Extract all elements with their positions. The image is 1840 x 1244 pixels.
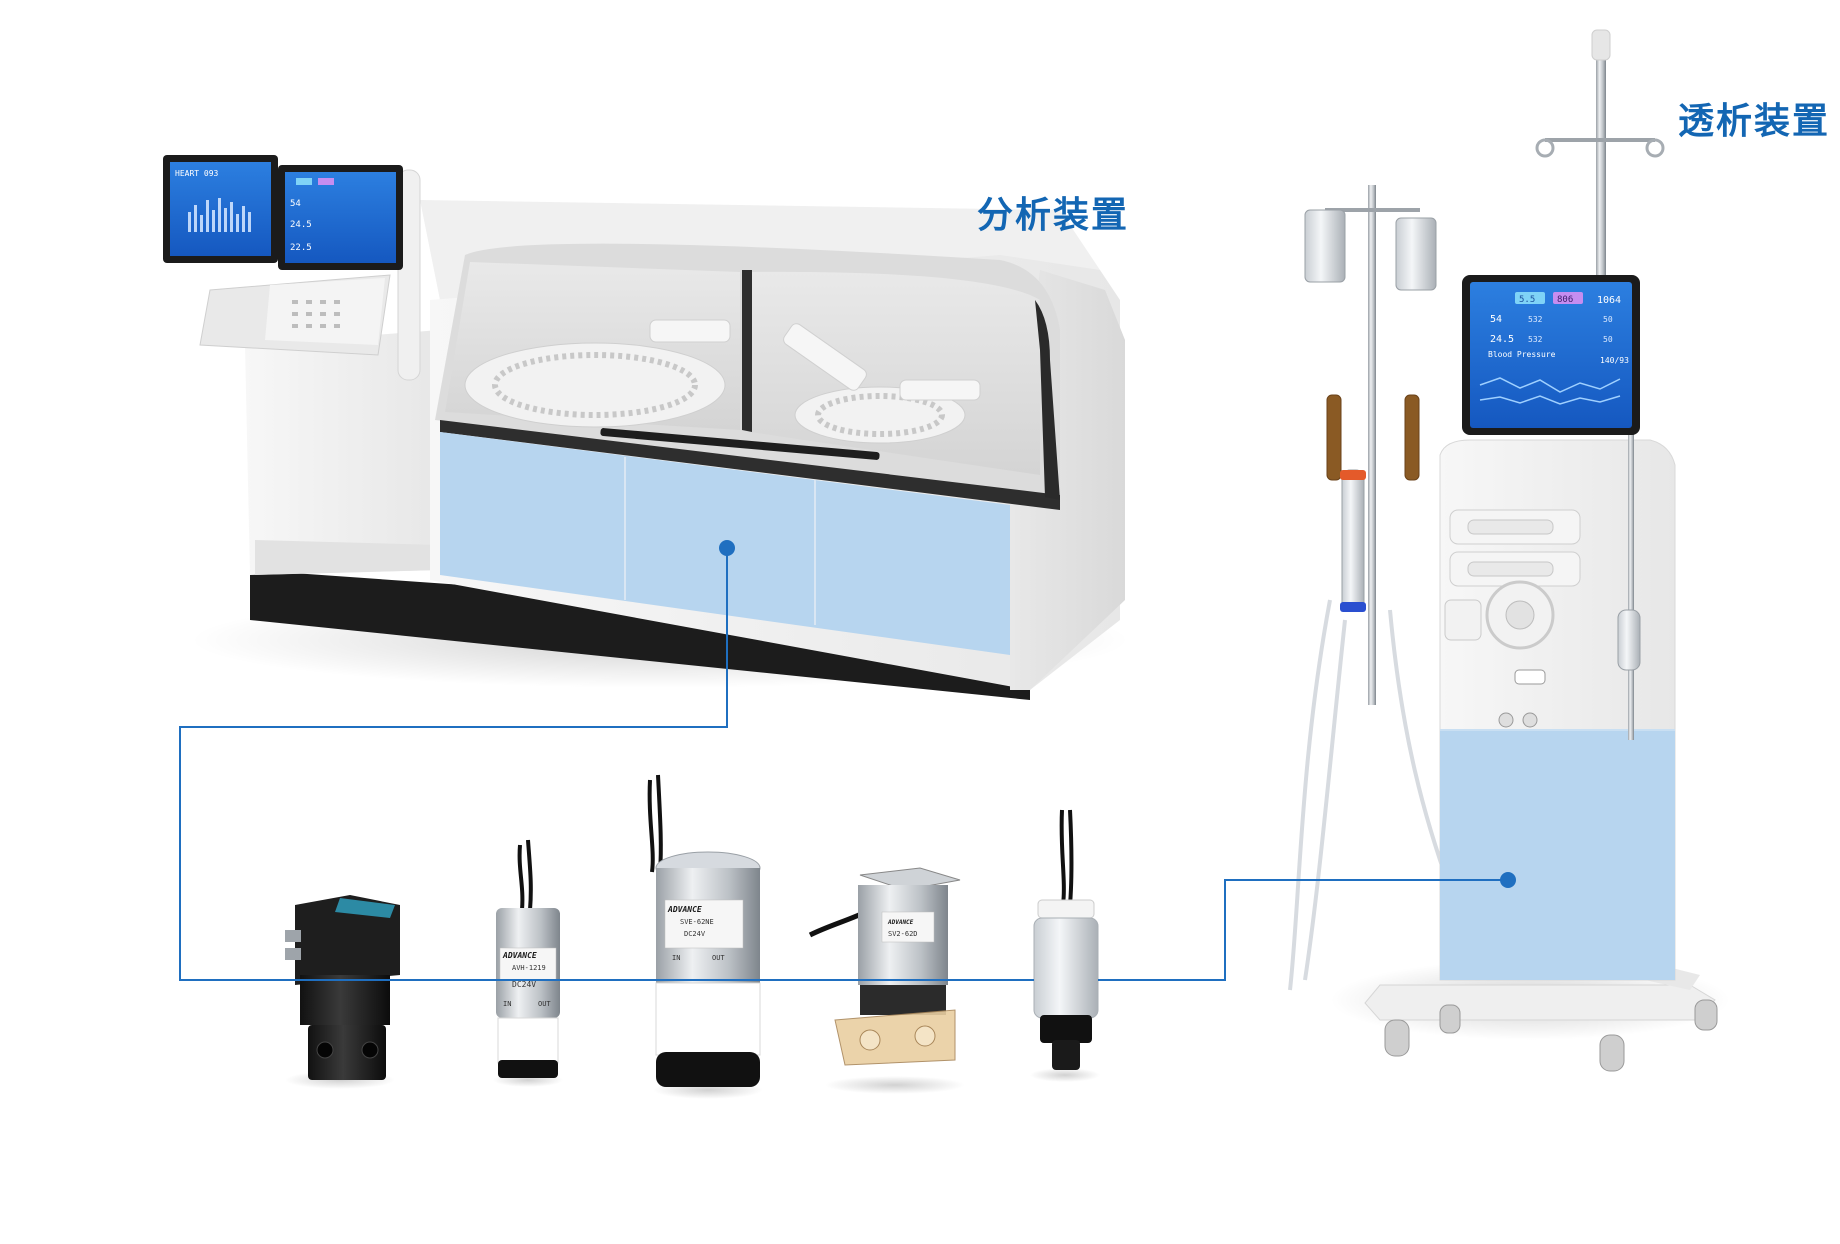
valve-4-square-solenoid: ADVANCE SV2-62D bbox=[808, 867, 965, 1094]
analyzer-screen-2-value-2: 24.5 bbox=[290, 220, 312, 230]
dialysis-screen: 5.5 806 1064 54 532 50 24.5 532 50 Blood… bbox=[1462, 275, 1640, 435]
dialysis-screen-chip-2: 806 bbox=[1557, 295, 1573, 305]
valve-3-port-out: OUT bbox=[712, 954, 725, 962]
connector-lines bbox=[179, 548, 1508, 981]
dialysis-screen-row1-a: 54 bbox=[1490, 314, 1502, 325]
dialysis-screen-row2-b: 532 bbox=[1528, 335, 1543, 344]
dialysis-device: 5.5 806 1064 54 532 50 24.5 532 50 Blood… bbox=[1288, 29, 1730, 1072]
valve-2-brand: ADVANCE bbox=[502, 951, 537, 960]
dialysis-highlight-panel bbox=[1440, 730, 1675, 980]
analyzer-screen-1-title: HEART 093 bbox=[175, 169, 219, 178]
dialysis-screen-row2-a: 24.5 bbox=[1490, 334, 1514, 345]
analyzer-device: HEART 093 54 24.5 22.5 bbox=[163, 155, 1130, 700]
valve-4-model: SV2-62D bbox=[888, 930, 918, 938]
valve-5-small-cylinder bbox=[1030, 809, 1100, 1082]
analyzer-connector-line bbox=[179, 548, 1034, 981]
valve-3-model: SVE-62NE bbox=[680, 918, 714, 926]
analyzer-marker-dot bbox=[719, 540, 735, 556]
dialysis-screen-row1-c: 50 bbox=[1603, 315, 1613, 324]
valve-2-port-in: IN bbox=[503, 1000, 511, 1008]
valve-2-voltage: DC24V bbox=[512, 980, 536, 989]
valve-3-brand: ADVANCE bbox=[667, 905, 702, 914]
valve-2-model: AVH-1219 bbox=[512, 964, 546, 972]
valve-3-port-in: IN bbox=[672, 954, 680, 962]
dialysis-connector-line bbox=[1098, 879, 1508, 981]
dialysis-screen-bp-value: 140/93 bbox=[1600, 356, 1629, 365]
dialysis-screen-chip-1: 5.5 bbox=[1519, 295, 1535, 305]
dialysis-screen-value-top: 1064 bbox=[1597, 295, 1621, 306]
dialysis-screen-row2-c: 50 bbox=[1603, 335, 1613, 344]
valve-2-port-out: OUT bbox=[538, 1000, 551, 1008]
dialysis-marker-dot bbox=[1500, 872, 1516, 888]
valve-3-large-cylinder: ADVANCE SVE-62NE DC24V IN OUT bbox=[647, 774, 763, 1099]
analyzer-screen-2-value-3: 22.5 bbox=[290, 243, 312, 253]
analyzer-screen-1: HEART 093 bbox=[163, 155, 278, 263]
valve-1-black-solenoid bbox=[285, 895, 400, 1089]
analyzer-label: 分析装置 bbox=[977, 195, 1130, 236]
valve-4-brand: ADVANCE bbox=[887, 919, 914, 926]
valve-3-voltage: DC24V bbox=[684, 930, 706, 938]
dialysis-label: 透析装置 bbox=[1678, 101, 1831, 142]
valve-2-slim-cylinder: ADVANCE AVH-1219 DC24V IN OUT bbox=[493, 839, 563, 1087]
dialysis-screen-bp-label: Blood Pressure bbox=[1488, 350, 1556, 359]
analyzer-screen-2-value-1: 54 bbox=[290, 199, 301, 209]
dialysis-screen-row1-b: 532 bbox=[1528, 315, 1543, 324]
analyzer-screen-2: 54 24.5 22.5 bbox=[278, 165, 403, 270]
